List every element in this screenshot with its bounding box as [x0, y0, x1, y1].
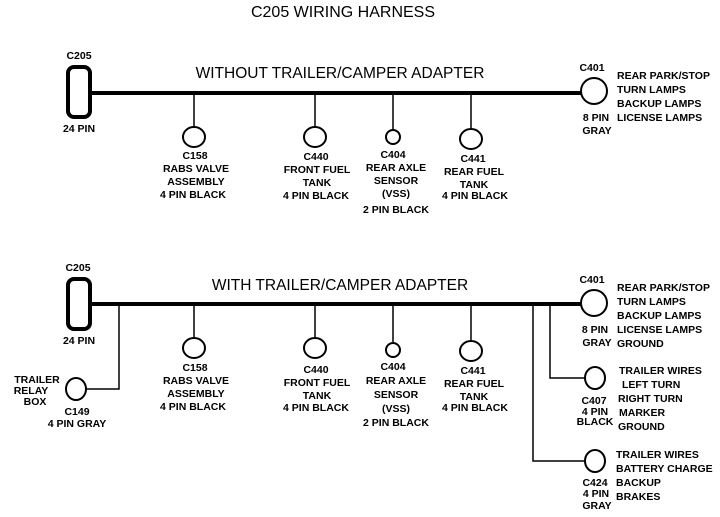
- top-c401-desc-1: TURN LAMPS: [617, 84, 686, 96]
- top-c441-line-3: 4 PIN BLACK: [442, 190, 508, 202]
- bottom-c407-desc-2: RIGHT TURN: [618, 393, 683, 405]
- bottom-c407-connector: [584, 366, 606, 390]
- top-c441-line-0: C441: [460, 153, 485, 165]
- top-c401-pins: 8 PIN: [583, 112, 609, 124]
- bottom-c440-line-3: 4 PIN BLACK: [283, 402, 349, 414]
- bottom-c149-connector: [65, 377, 87, 401]
- bottom-c407-desc-0: TRAILER WIRES: [619, 365, 702, 377]
- bottom-c158-connector: [182, 337, 206, 359]
- bottom-c404-connector: [385, 342, 401, 358]
- top-c401-id: C401: [579, 62, 604, 74]
- bottom-c401-pins: 8 PIN: [582, 324, 608, 336]
- bottom-c440-line-1: FRONT FUEL: [284, 377, 351, 389]
- top-c441-connector: [459, 128, 483, 150]
- bottom-harness: WITH TRAILER/CAMPER ADAPTER C205 24 PIN …: [14, 262, 713, 512]
- bottom-c205-label: C205: [65, 262, 90, 274]
- top-c401-color: GRAY: [582, 125, 611, 137]
- bottom-c401-desc-1: TURN LAMPS: [617, 296, 686, 308]
- top-c205-label: C205: [66, 50, 91, 62]
- bottom-c158-line-0: C158: [182, 362, 207, 374]
- top-c158-line-0: C158: [182, 150, 207, 162]
- bottom-heading: WITH TRAILER/CAMPER ADAPTER: [212, 277, 468, 294]
- bottom-c149-wire: [86, 304, 120, 390]
- bottom-c407-desc-3: MARKER: [619, 407, 665, 419]
- top-c440-connector: [303, 126, 327, 148]
- bottom-c424-desc-3: BRAKES: [616, 491, 660, 503]
- bottom-c407-desc-1: LEFT TURN: [622, 379, 680, 391]
- bottom-c441-connector: [459, 340, 483, 362]
- top-c404-line-0: C404: [380, 149, 405, 161]
- top-c205-connector: [66, 65, 92, 119]
- bottom-c404-line-1: REAR AXLE: [366, 375, 426, 387]
- bottom-c407-desc-4: GROUND: [618, 421, 665, 433]
- bottom-c401-id: C401: [579, 274, 604, 286]
- bottom-c401-color: GRAY: [582, 337, 611, 349]
- bottom-c440-line-2: TANK: [303, 390, 332, 402]
- top-c440-line-3: 4 PIN BLACK: [283, 190, 349, 202]
- top-c404-line-1: REAR AXLE: [366, 162, 426, 174]
- bottom-c404-line-3: (VSS): [382, 403, 410, 415]
- top-harness: WITHOUT TRAILER/CAMPER ADAPTER C205 24 P…: [63, 50, 710, 216]
- bottom-c401-desc-3: LICENSE LAMPS: [617, 324, 702, 336]
- bottom-c205-pins: 24 PIN: [63, 335, 95, 347]
- bottom-c440-line-0: C440: [303, 364, 328, 376]
- diagram-title: C205 WIRING HARNESS: [251, 4, 435, 21]
- bottom-c441-line-1: REAR FUEL: [444, 378, 505, 390]
- bottom-c205-connector: [66, 277, 92, 331]
- bottom-c424-desc-2: BACKUP: [616, 477, 661, 489]
- top-c205-pins: 24 PIN: [63, 123, 95, 135]
- top-c440-line-0: C440: [303, 151, 328, 163]
- bottom-c404-line-0: C404: [380, 361, 405, 373]
- bottom-c407-wire: [549, 304, 585, 379]
- bottom-c440-connector: [303, 337, 327, 359]
- bottom-relay-line-1: RELAY: [14, 385, 49, 397]
- bottom-c149-id: C149: [64, 406, 89, 418]
- top-c158-line-3: 4 PIN BLACK: [160, 189, 226, 201]
- bottom-c441-line-0: C441: [460, 365, 485, 377]
- bottom-relay-line-0: TRAILER: [14, 374, 60, 386]
- bottom-c424-desc-1: BATTERY CHARGE: [616, 463, 713, 475]
- top-c401-desc-3: LICENSE LAMPS: [617, 112, 702, 124]
- top-c401-desc-2: BACKUP LAMPS: [617, 98, 701, 110]
- bottom-c149-pins: 4 PIN GRAY: [48, 418, 107, 430]
- bottom-c401-desc-0: REAR PARK/STOP: [617, 282, 710, 294]
- bottom-c158-line-2: ASSEMBLY: [167, 388, 224, 400]
- bottom-c424-color: GRAY: [582, 500, 611, 512]
- top-c404-line-4: 2 PIN BLACK: [363, 204, 429, 216]
- bottom-c404-line-2: SENSOR: [374, 389, 419, 401]
- top-c158-line-2: ASSEMBLY: [167, 176, 224, 188]
- bottom-c424-desc-0: TRAILER WIRES: [616, 449, 699, 461]
- bottom-c424-wire: [532, 304, 585, 462]
- top-c440-line-1: FRONT FUEL: [284, 164, 351, 176]
- top-c158-connector: [182, 126, 206, 148]
- top-c158-line-1: RABS VALVE: [163, 163, 229, 175]
- bottom-c441-line-2: TANK: [460, 391, 489, 403]
- top-c441-line-1: REAR FUEL: [444, 166, 505, 178]
- bottom-c441-line-3: 4 PIN BLACK: [442, 402, 508, 414]
- top-c440-line-2: TANK: [303, 177, 332, 189]
- bottom-c158-line-1: RABS VALVE: [163, 375, 229, 387]
- bottom-c401-desc-4: GROUND: [617, 338, 664, 350]
- bottom-c424-pins: 4 PIN: [583, 488, 609, 500]
- top-heading: WITHOUT TRAILER/CAMPER ADAPTER: [196, 65, 485, 82]
- bottom-relay-line-2: BOX: [24, 396, 47, 408]
- bottom-c404-line-4: 2 PIN BLACK: [363, 417, 429, 429]
- bottom-c407-color: BLACK: [577, 416, 614, 428]
- bottom-c407-id: C407: [581, 395, 606, 407]
- bottom-c401-desc-2: BACKUP LAMPS: [617, 310, 701, 322]
- top-c404-line-3: (VSS): [382, 188, 410, 200]
- top-c401-connector: [580, 77, 608, 105]
- top-c404-connector: [385, 129, 401, 145]
- bottom-c424-id: C424: [582, 477, 607, 489]
- bottom-c158-line-3: 4 PIN BLACK: [160, 401, 226, 413]
- top-c441-line-2: TANK: [460, 179, 489, 191]
- top-c401-desc-0: REAR PARK/STOP: [617, 70, 710, 82]
- top-c404-line-2: SENSOR: [374, 175, 419, 187]
- bottom-c407-pins: 4 PIN: [582, 406, 608, 418]
- bottom-c401-connector: [580, 289, 608, 317]
- bottom-c424-connector: [584, 449, 606, 473]
